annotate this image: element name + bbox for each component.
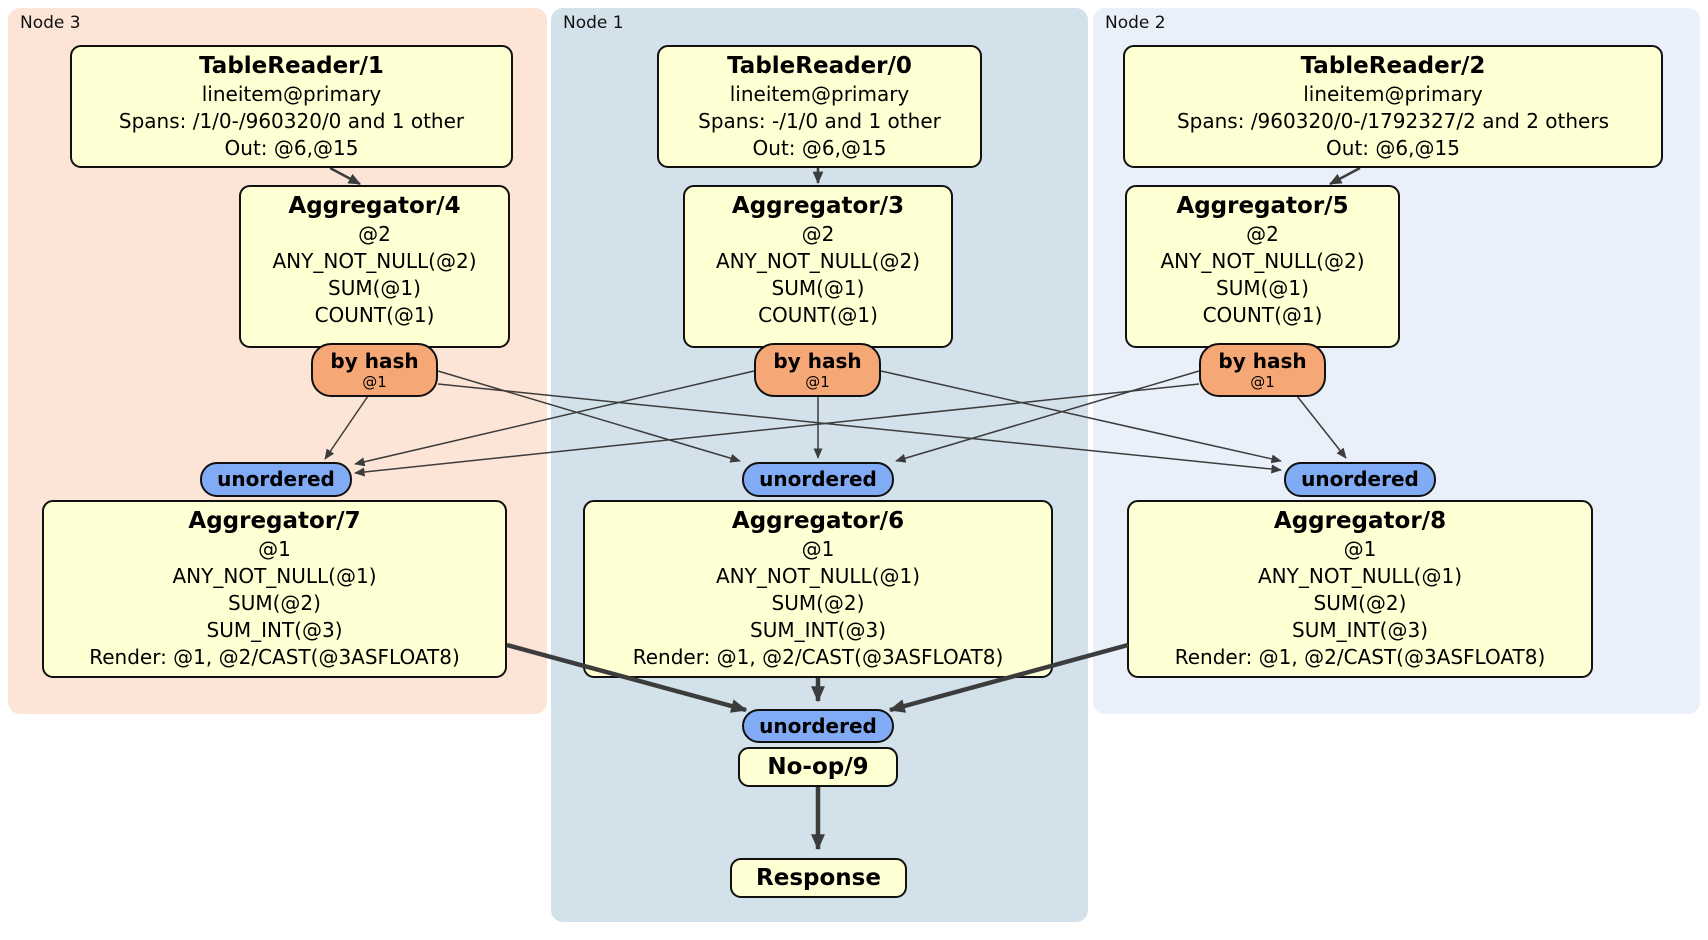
node1-region-label: Node 1	[563, 13, 624, 33]
node-line: @2	[1246, 222, 1279, 246]
node-line: Render: @1, @2/CAST(@3ASFLOAT8)	[1174, 645, 1546, 669]
node-line: @1	[801, 537, 835, 561]
node-line: ANY_NOT_NULL(@1)	[716, 564, 920, 588]
router-detail: @1	[1250, 373, 1275, 391]
node-title: Aggregator/4	[288, 193, 461, 219]
router-detail: @1	[362, 373, 387, 391]
node3-region-label: Node 3	[20, 13, 81, 33]
node-line: lineitem@primary	[201, 82, 382, 106]
node-line: ANY_NOT_NULL(@2)	[272, 249, 477, 273]
node-line: Out: @6,@15	[224, 136, 359, 160]
node-line: Spans: /1/0-/960320/0 and 1 other	[118, 109, 465, 133]
router-detail: @1	[805, 373, 830, 391]
node-line: @2	[801, 222, 835, 246]
unordered-sync-final: unordered	[742, 709, 894, 743]
aggregator-7-node: Aggregator/7 @1 ANY_NOT_NULL(@1) SUM(@2)…	[42, 500, 507, 678]
node-title: TableReader/0	[727, 53, 912, 79]
node-line: @2	[358, 222, 391, 246]
aggregator-6-node: Aggregator/6 @1 ANY_NOT_NULL(@1) SUM(@2)…	[583, 500, 1053, 678]
node-line: COUNT(@1)	[758, 303, 878, 327]
aggregator-8-node: Aggregator/8 @1 ANY_NOT_NULL(@1) SUM(@2)…	[1127, 500, 1593, 678]
unordered-sync-node3: unordered	[200, 462, 352, 497]
node-line: ANY_NOT_NULL(@2)	[1160, 249, 1365, 273]
node-line: lineitem@primary	[1303, 82, 1483, 106]
node-line: COUNT(@1)	[314, 303, 435, 327]
node-line: Render: @1, @2/CAST(@3ASFLOAT8)	[89, 645, 460, 669]
node-line: SUM(@2)	[771, 591, 865, 615]
node-line: @1	[1343, 537, 1377, 561]
aggregator-5-node: Aggregator/5 @2 ANY_NOT_NULL(@2) SUM(@1)…	[1125, 185, 1400, 348]
router-label: by hash	[1218, 349, 1307, 373]
node-line: SUM_INT(@3)	[750, 618, 886, 642]
node-title: TableReader/2	[1300, 53, 1486, 79]
node-line: @1	[258, 537, 291, 561]
node-line: SUM(@1)	[328, 276, 421, 300]
router-label: by hash	[330, 349, 419, 373]
aggregator-3-node: Aggregator/3 @2 ANY_NOT_NULL(@2) SUM(@1)…	[683, 185, 953, 348]
node-title: TableReader/1	[199, 53, 384, 79]
by-hash-router-node2: by hash @1	[1199, 343, 1326, 397]
noop-node: No-op/9	[738, 747, 898, 787]
tablereader-1-node: TableReader/1 lineitem@primary Spans: /1…	[70, 45, 513, 168]
node-line: SUM_INT(@3)	[206, 618, 343, 642]
response-node: Response	[730, 858, 907, 898]
node-line: ANY_NOT_NULL(@1)	[1258, 564, 1462, 588]
node-line: ANY_NOT_NULL(@1)	[172, 564, 377, 588]
node-title: Response	[756, 865, 881, 891]
node-title: No-op/9	[767, 754, 869, 780]
node-line: Out: @6,@15	[1326, 136, 1460, 160]
node-line: lineitem@primary	[729, 82, 910, 106]
node-line: Spans: -/1/0 and 1 other	[698, 109, 941, 133]
node-title: Aggregator/6	[731, 508, 905, 534]
by-hash-router-node3: by hash @1	[311, 343, 438, 397]
by-hash-router-node1: by hash @1	[754, 343, 881, 397]
node-line: COUNT(@1)	[1202, 303, 1323, 327]
node2-region-label: Node 2	[1105, 13, 1166, 33]
node-title: Aggregator/8	[1273, 508, 1447, 534]
unordered-sync-node2: unordered	[1284, 462, 1436, 497]
node-line: SUM(@2)	[1313, 591, 1407, 615]
unordered-sync-node1: unordered	[742, 462, 894, 497]
node-title: Aggregator/3	[731, 193, 905, 219]
node-line: SUM(@2)	[228, 591, 321, 615]
aggregator-4-node: Aggregator/4 @2 ANY_NOT_NULL(@2) SUM(@1)…	[239, 185, 510, 348]
node-line: SUM(@1)	[1216, 276, 1309, 300]
node-line: SUM_INT(@3)	[1292, 618, 1428, 642]
node-line: Render: @1, @2/CAST(@3ASFLOAT8)	[632, 645, 1004, 669]
tablereader-0-node: TableReader/0 lineitem@primary Spans: -/…	[657, 45, 982, 168]
node-line: ANY_NOT_NULL(@2)	[716, 249, 920, 273]
node-title: Aggregator/5	[1176, 193, 1349, 219]
node-title: Aggregator/7	[188, 508, 361, 534]
tablereader-2-node: TableReader/2 lineitem@primary Spans: /9…	[1123, 45, 1663, 168]
node-line: Spans: /960320/0-/1792327/2 and 2 others	[1176, 109, 1609, 133]
node-line: Out: @6,@15	[752, 136, 887, 160]
router-label: by hash	[773, 349, 862, 373]
node-line: SUM(@1)	[771, 276, 865, 300]
